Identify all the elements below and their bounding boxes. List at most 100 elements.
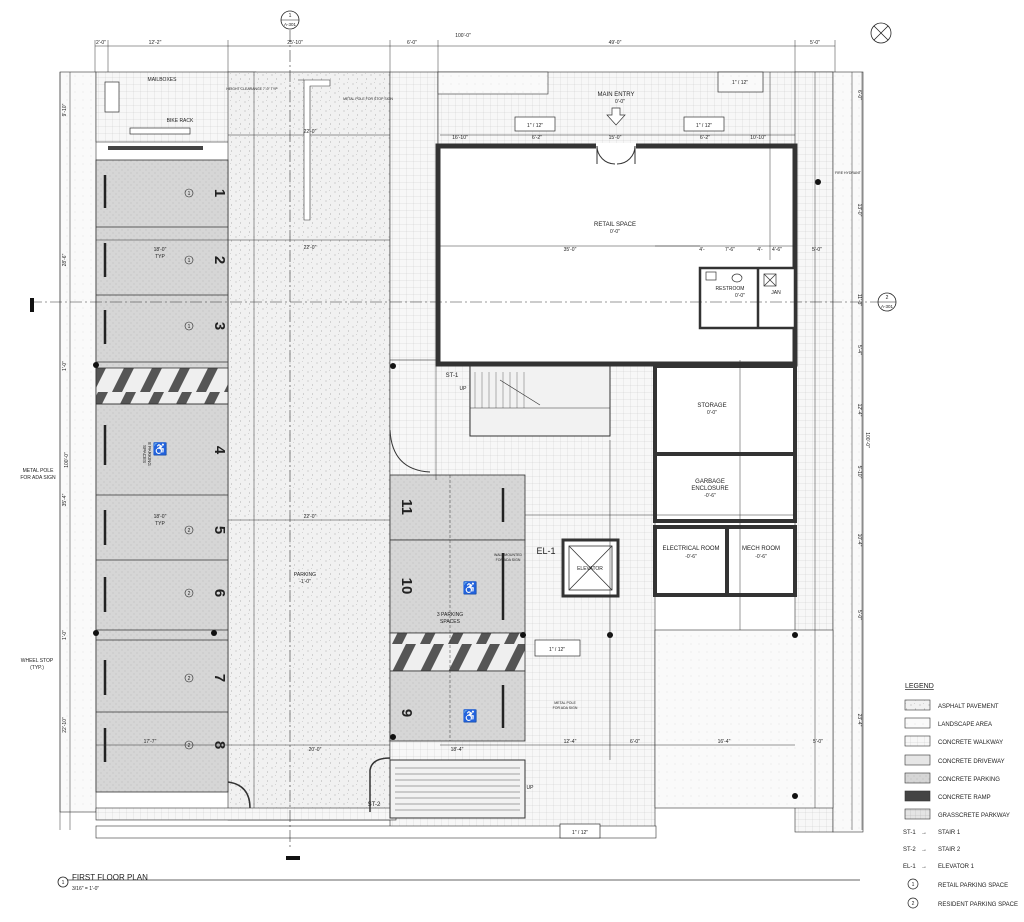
legend-symbol-el1: EL-1 → ELEVATOR 1 <box>903 864 975 870</box>
room-labels: RETAIL SPACE 0'-0" RESTROOM 0'-0" JAN ST… <box>294 92 781 585</box>
svg-text:22'-10": 22'-10" <box>62 717 68 733</box>
legend-symbol-st2: ST-2 → STAIR 2 <box>903 847 961 853</box>
accessible-icon: ♿ <box>153 442 168 456</box>
svg-text:4'-6": 4'-6" <box>772 247 782 253</box>
grid-marker-right: 2 A-301 <box>877 292 897 312</box>
site-surfaces <box>59 71 864 839</box>
svg-text:1: 1 <box>188 324 191 330</box>
parking-row-left <box>93 146 229 793</box>
entry-ramps <box>104 71 764 839</box>
svg-text:1'-0": 1'-0" <box>62 630 68 640</box>
svg-text:8 PARKING: 8 PARKING <box>147 442 152 466</box>
room-mech-label: MECH ROOM <box>742 546 780 552</box>
svg-text:16'-4": 16'-4" <box>718 739 731 745</box>
space-number: 2 <box>211 256 228 264</box>
main-entry-doors <box>596 143 636 165</box>
slope-labels: 1" / 12" 1" / 12" 1" / 12" 1" / 12" 1" /… <box>527 80 748 836</box>
svg-text:EL-1: EL-1 <box>903 864 916 870</box>
drawing-title: 1 FIRST FLOOR PLAN 3/16" = 1'-0" <box>57 873 860 892</box>
svg-text:25'-10": 25'-10" <box>287 40 303 46</box>
svg-text:6'-2": 6'-2" <box>700 135 710 141</box>
svg-text:18'-0": 18'-0" <box>154 247 167 253</box>
svg-text:5'-10": 5'-10" <box>856 466 862 479</box>
svg-text:0'-0": 0'-0" <box>735 293 745 299</box>
svg-text:11'-3": 11'-3" <box>856 294 862 307</box>
svg-text:13'-0": 13'-0" <box>856 204 862 217</box>
svg-text:STAIR 2: STAIR 2 <box>938 847 961 853</box>
svg-text:100'-0": 100'-0" <box>864 432 870 448</box>
svg-text:WHEEL STOP: WHEEL STOP <box>21 658 54 664</box>
grid-marker-top: 1 A-301 <box>280 10 300 30</box>
legend-circle-resident: 2 RESIDENT PARKING SPACE <box>907 897 1018 909</box>
parking-label: PARKING <box>294 572 316 578</box>
svg-text:17'-7": 17'-7" <box>144 739 157 745</box>
svg-text:23'-4": 23'-4" <box>856 714 862 727</box>
svg-text:CONCRETE PARKING: CONCRETE PARKING <box>938 777 1000 783</box>
svg-text:2: 2 <box>886 295 889 301</box>
main-entry-label: MAIN ENTRY <box>598 92 635 98</box>
legend-item-landscape: LANDSCAPE AREA <box>904 717 992 729</box>
svg-text:6'-2": 6'-2" <box>532 135 542 141</box>
svg-text:-0'-6": -0'-6" <box>685 554 697 560</box>
svg-text:35'-4": 35'-4" <box>62 493 68 506</box>
parking-space-7: 2 7 <box>184 673 228 683</box>
curb-curve <box>369 757 391 812</box>
stair-2 <box>395 767 520 811</box>
parking-space-1: 1 1 <box>184 188 228 198</box>
svg-text:FOR ADA SIGN: FOR ADA SIGN <box>553 706 578 710</box>
space-number: 7 <box>211 674 228 682</box>
svg-text:ST-1: ST-1 <box>446 373 459 379</box>
parking-space-5: 2 5 <box>184 525 228 535</box>
svg-text:UP: UP <box>460 386 468 392</box>
svg-text:5'-0": 5'-0" <box>810 40 820 46</box>
svg-text:-1'-0": -1'-0" <box>299 579 311 585</box>
building-walls <box>389 143 798 819</box>
svg-text:SPACES: SPACES <box>142 445 147 463</box>
svg-text:35'-0": 35'-0" <box>564 247 577 253</box>
section-cut-mark <box>286 856 300 860</box>
svg-text:-0'-6": -0'-6" <box>704 493 716 499</box>
section-cut-mark <box>30 298 34 312</box>
svg-text:2: 2 <box>188 591 191 597</box>
svg-text:100'-0": 100'-0" <box>64 452 70 468</box>
svg-text:STAIR 1: STAIR 1 <box>938 830 961 836</box>
svg-text:HEIGHT CLEARANCE 7'-0" TYP: HEIGHT CLEARANCE 7'-0" TYP <box>226 87 278 91</box>
svg-text:0'-0": 0'-0" <box>707 410 717 416</box>
space-number: 3 <box>211 322 228 330</box>
space-number: 10 <box>398 578 415 595</box>
svg-text:→: → <box>921 847 927 853</box>
svg-text:EL-1: EL-1 <box>536 546 555 556</box>
legend-title: LEGEND <box>905 683 934 690</box>
svg-text:ELEVATOR 1: ELEVATOR 1 <box>938 864 975 870</box>
svg-text:-0'-6": -0'-6" <box>755 554 767 560</box>
legend-item-asphalt: ASPHALT PAVEMENT <box>904 699 999 711</box>
svg-text:METAL POLE FOR STOP SIGN: METAL POLE FOR STOP SIGN <box>343 97 393 101</box>
room-restroom-label: RESTROOM <box>716 286 745 292</box>
svg-text:ENCLOSURE: ENCLOSURE <box>691 486 728 492</box>
stair-1 <box>470 372 610 409</box>
legend-item-driveway: CONCRETE DRIVEWAY <box>904 754 1005 766</box>
svg-text:ST-2: ST-2 <box>368 802 381 808</box>
north-arrow-icon <box>870 22 892 44</box>
space-number: 1 <box>211 189 228 197</box>
svg-text:3 PARKING: 3 PARKING <box>437 612 463 618</box>
accessible-icon: ♿ <box>463 709 478 723</box>
legend: LEGEND ASPHALT PAVEMENT LANDSCAPE AREA C… <box>903 683 1018 909</box>
parking-row-middle: 11 10 9 ♿ ♿ <box>389 474 526 742</box>
svg-text:1" / 12": 1" / 12" <box>549 647 565 653</box>
svg-text:2: 2 <box>188 743 191 749</box>
svg-text:22'-0": 22'-0" <box>304 514 317 520</box>
svg-text:TYP: TYP <box>155 521 165 527</box>
svg-text:12'-4": 12'-4" <box>856 404 862 417</box>
svg-text:CONCRETE WALKWAY: CONCRETE WALKWAY <box>938 740 1003 746</box>
svg-text:22'-0": 22'-0" <box>304 245 317 251</box>
svg-text:UP: UP <box>527 785 535 791</box>
svg-text:FOR ADA SIGN: FOR ADA SIGN <box>496 558 521 562</box>
svg-text:RETAIL PARKING SPACE: RETAIL PARKING SPACE <box>938 883 1008 889</box>
svg-text:2'-0": 2'-0" <box>96 40 106 46</box>
svg-text:CONCRETE DRIVEWAY: CONCRETE DRIVEWAY <box>938 759 1005 765</box>
svg-text:MAILBOXES: MAILBOXES <box>148 77 178 83</box>
svg-text:1: 1 <box>289 13 292 19</box>
svg-text:BIKE RACK: BIKE RACK <box>167 118 194 124</box>
svg-text:28'-6": 28'-6" <box>62 253 68 266</box>
